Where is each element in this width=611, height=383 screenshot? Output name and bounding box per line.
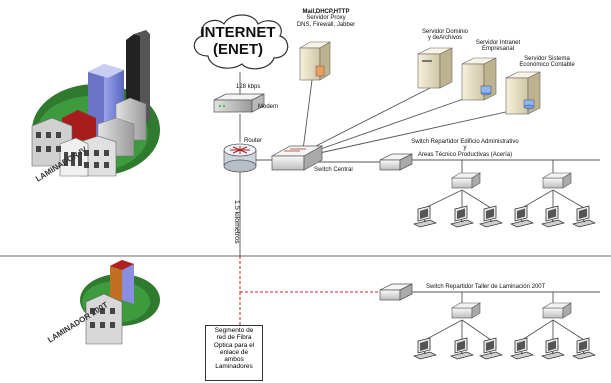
- switch-central-icon: [270, 145, 324, 171]
- workstation-icons: [412, 205, 597, 360]
- workstation-icon: [540, 205, 566, 228]
- modem-label: Modem: [258, 104, 279, 110]
- workstation-icon: [509, 205, 535, 228]
- workstation-icon: [478, 205, 504, 228]
- workstation-icon: [449, 205, 475, 228]
- server-icons: [298, 41, 541, 115]
- modem-icon: [213, 93, 265, 113]
- workstation-icon: [412, 337, 438, 360]
- switch-admin-label: Switch Repartidor Edificio Administrativ…: [400, 139, 530, 158]
- workstation-icon: [412, 205, 438, 228]
- workstation-icon: [571, 205, 597, 228]
- server-system-line2: Económico Contable: [519, 62, 575, 69]
- server-system-label: Servidor Sistema Económico Contable: [514, 56, 580, 69]
- switch-central-label: Switch Central: [314, 167, 353, 173]
- server-intranet-line1: Servidor Intranet: [475, 40, 521, 46]
- server-domain-line2: y deArchivos: [427, 35, 463, 42]
- fiber-line6: Laminadores: [215, 363, 253, 371]
- server-proxy-line1: Mail,DHCP,HTTP: [302, 9, 350, 15]
- building-laminador-200t-icon: [80, 260, 160, 345]
- server-proxy-line2: Servidor Proxy: [306, 15, 346, 22]
- distance-label: 1.5 kilómetros: [233, 200, 240, 244]
- server-proxy-label: Mail,DHCP,HTTP Servidor Proxy DNS, Firew…: [296, 9, 356, 28]
- switch-admin-icon: [379, 153, 413, 171]
- workstation-icon: [449, 337, 475, 360]
- internet-label: INTERNET (ENET): [196, 24, 280, 59]
- workstation-icon: [571, 337, 597, 360]
- building-laminador-iv-icon: [31, 30, 160, 177]
- switch-taller-label: Switch Repartidor Taller de Laminación 2…: [426, 284, 546, 290]
- server-system-line1: Servidor Sistema: [524, 56, 570, 62]
- fiber-line5: ambos: [224, 356, 244, 364]
- fiber-line2: red de Fibra: [216, 334, 252, 342]
- fiber-line4: enlace de: [219, 348, 249, 356]
- switch-admin-line3: Areas Técnico Productivas (Acería): [417, 151, 513, 158]
- fiber-line3: Optica para el: [213, 341, 255, 349]
- server-domain-label: Servidor Dominio y deArchivos: [420, 29, 470, 42]
- server-domain-line1: Servidor Dominio: [421, 29, 469, 35]
- connection-lines: [239, 72, 600, 341]
- internet-subtitle: (ENET): [213, 41, 263, 59]
- speed-label: 128 kbps: [236, 84, 261, 90]
- workstation-icon: [478, 337, 504, 360]
- router-icon: [223, 143, 257, 173]
- router-label: Router: [244, 138, 263, 144]
- fiber-note: Segmento de red de Fibra Optica para el …: [205, 325, 263, 381]
- workstation-icon: [540, 337, 566, 360]
- server-proxy-line3: DNS, Firewall, Jabber: [296, 21, 356, 28]
- fiber-line1: Segmento de: [214, 327, 254, 334]
- internet-cloud-icon: [193, 14, 289, 70]
- workstation-icon: [509, 337, 535, 360]
- server-intranet-label: Servidor Intranet Empresarial: [470, 40, 526, 53]
- hub-switch-icons: [450, 172, 573, 319]
- server-intranet-line2: Empresarial: [481, 46, 514, 53]
- switch-taller-icon: [379, 283, 413, 301]
- internet-title: INTERNET: [200, 24, 276, 41]
- switch-admin-line1: Switch Repartidor Edificio Administrativ…: [411, 139, 519, 145]
- fiber-link: [239, 256, 380, 325]
- switch-admin-line2: y: [463, 145, 467, 152]
